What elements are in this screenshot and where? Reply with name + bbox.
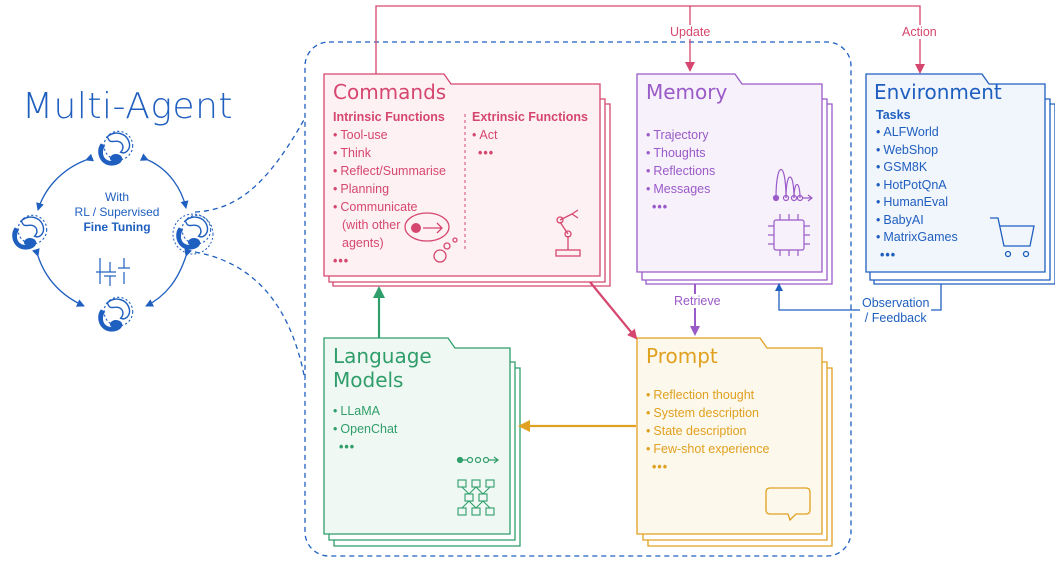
observation-label: Observation / Feedback <box>860 296 932 326</box>
agent-icon-left <box>11 214 48 251</box>
tasks-heading: Tasks <box>876 108 911 122</box>
zoom-line-top <box>194 117 306 213</box>
action-label: Action <box>900 25 939 39</box>
list-item: •HumanEval <box>876 195 949 209</box>
list-item: •State description <box>646 424 747 438</box>
list-item: •Trajectory <box>646 128 709 142</box>
prompt-title: Prompt <box>646 344 718 368</box>
extrinsic-functions-heading: Extrinsic Functions <box>472 110 588 124</box>
list-item: •OpenChat <box>333 422 398 436</box>
commands-folder <box>323 73 611 287</box>
robot-arm-icon <box>555 209 581 257</box>
zoom-line-bottom <box>194 251 306 381</box>
ellipsis: ••• <box>333 254 350 268</box>
prompt-folder <box>636 337 833 547</box>
memory-list: •Trajectory •Thoughts •Reflections •Mess… <box>646 126 715 216</box>
caption-line-1: With <box>105 190 129 204</box>
list-item: •MatrixGames <box>876 230 958 244</box>
list-item: •HotPotQnA <box>876 177 947 192</box>
list-item: •Communicate <box>333 200 418 214</box>
update-line <box>375 5 925 74</box>
agent-boundary <box>304 41 852 557</box>
list-item: •Reflection thought <box>646 388 755 402</box>
list-item: •Tool-use <box>333 128 388 142</box>
environment-title: Environment <box>874 80 1002 104</box>
list-item: •Few-shot experience <box>646 442 770 456</box>
intrinsic-functions-list: •Tool-use •Think •Reflect/Summarise •Pla… <box>333 126 446 270</box>
list-item: •GSM8K <box>876 160 928 174</box>
commands-to-prompt-arrow <box>589 281 638 340</box>
prompt-list: •Reflection thought •System description … <box>646 386 769 476</box>
list-item: •Reflections <box>646 164 716 178</box>
lm-token-sequence-icon <box>456 456 499 464</box>
selected-agent-ring <box>172 213 214 255</box>
list-item: •Planning <box>333 182 390 196</box>
caption-line-3: Fine Tuning <box>83 220 151 234</box>
list-item: •BabyAI <box>876 212 924 227</box>
list-item: •Thoughts <box>646 146 706 160</box>
commands-title: Commands <box>333 80 447 104</box>
communicate-icon <box>404 212 458 263</box>
agent-icon-top <box>97 130 134 167</box>
intrinsic-functions-heading: Intrinsic Functions <box>333 110 445 124</box>
list-item: agents) <box>342 236 384 250</box>
list-item: •Think <box>333 146 371 160</box>
caption-line-2: RL / Supervised <box>74 205 160 219</box>
list-item: •Act <box>472 128 498 142</box>
retrieve-label: Retrieve <box>672 294 723 308</box>
multi-agent-ring <box>31 153 193 307</box>
shopping-cart-icon <box>990 217 1035 258</box>
tasks-list: •ALFWorld •WebShop •GSM8K •HotPotQnA •Hu… <box>876 124 958 264</box>
agent-icon-right <box>175 214 212 251</box>
list-item: •Reflect/Summarise <box>333 164 446 178</box>
memory-folder <box>636 73 833 285</box>
multi-agent-caption: With RL / Supervised Fine Tuning <box>62 190 172 235</box>
language-models-title: Language Models <box>333 344 432 392</box>
chip-icon <box>768 214 810 256</box>
list-item: •LLaMA <box>333 404 380 418</box>
ellipsis: ••• <box>880 247 897 262</box>
list-item: (with other <box>342 218 401 232</box>
ellipsis: ••• <box>478 146 495 160</box>
list-item: •ALFWorld <box>876 125 939 139</box>
ellipsis: ••• <box>652 460 669 474</box>
circuit-icon <box>96 258 130 286</box>
token-sequence-icon <box>772 168 813 202</box>
neural-network-icon <box>457 479 495 516</box>
update-label: Update <box>668 25 713 39</box>
multi-agent-title: Multi-Agent <box>22 86 234 127</box>
language-models-list: •LLaMA •OpenChat ••• <box>333 402 397 456</box>
list-item: •System description <box>646 406 759 420</box>
list-item: •Messages <box>646 182 711 196</box>
list-item: •WebShop <box>876 142 939 157</box>
memory-title: Memory <box>646 80 728 104</box>
chat-bubble-icon <box>765 487 811 522</box>
extrinsic-functions-list: •Act ••• <box>472 126 497 162</box>
ellipsis: ••• <box>652 200 669 214</box>
ellipsis: ••• <box>339 440 356 454</box>
environment-folder <box>865 73 1055 285</box>
agent-icon-bottom <box>97 296 134 333</box>
